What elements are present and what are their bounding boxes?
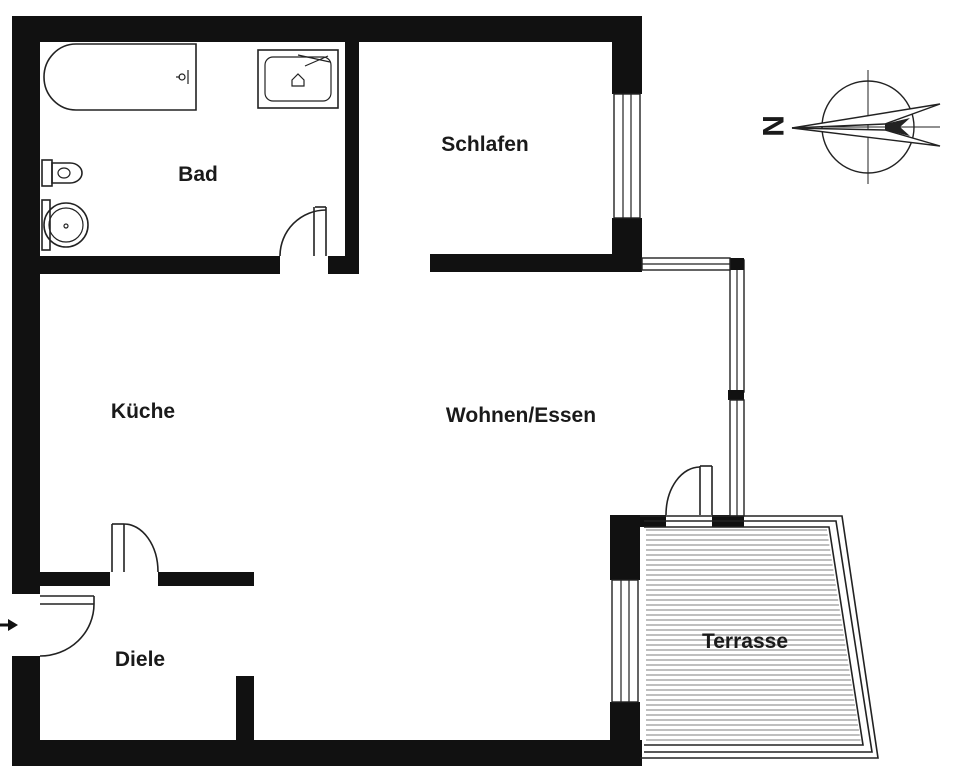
doors [39, 206, 713, 657]
bathtub-icon [43, 43, 197, 111]
terrace-door [665, 465, 713, 516]
room-label-schlafen: Schlafen [441, 133, 529, 156]
compass-north-letter: N [756, 115, 789, 137]
room-label-diele: Diele [115, 648, 165, 671]
entrance-door [39, 595, 95, 657]
toilet-icon [41, 159, 83, 187]
entrance-arrow-icon [0, 619, 18, 631]
washbasin-icon [41, 199, 89, 251]
bathroom-fixtures [41, 43, 339, 251]
terrace [640, 515, 879, 759]
compass-rose-icon [791, 70, 941, 184]
room-label-terrasse: Terrasse [702, 630, 788, 653]
room-label-kueche: Küche [111, 400, 175, 423]
terrace-decking [646, 529, 861, 741]
bathroom-door [279, 206, 327, 257]
kitchen-door [111, 523, 159, 573]
room-label-bad: Bad [178, 163, 218, 186]
interior-walls [12, 16, 642, 766]
exterior-walls [12, 16, 744, 766]
shower-basin-icon [257, 49, 339, 109]
room-label-wohnen-essen: Wohnen/Essen [446, 404, 596, 427]
windows [611, 93, 745, 703]
